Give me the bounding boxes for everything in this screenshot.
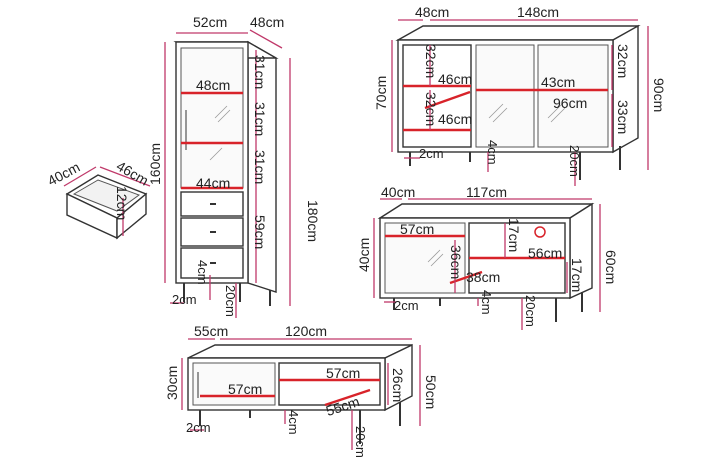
tall-cabinet-drawer-section: 59cm <box>252 215 268 249</box>
tall-cabinet-shelf-2: 31cm <box>252 102 268 136</box>
coffee-table-shelf-width: 57cm <box>326 365 360 381</box>
tall-cabinet-shelf-width: 48cm <box>196 77 230 93</box>
coffee-table-depth: 55cm <box>194 323 228 339</box>
tall-cabinet-body-height: 160cm <box>147 143 163 185</box>
sideboard-depth: 48cm <box>415 4 449 20</box>
sideboard-plinth: 4cm <box>485 140 500 165</box>
coffee-table-top <box>187 344 413 359</box>
sideboard-right-bottom: 33cm <box>615 100 631 134</box>
sideboard-body-height: 70cm <box>373 76 389 110</box>
coffee-table-glass-door <box>192 362 276 406</box>
tall-cabinet-shelf-1: 31cm <box>252 55 268 89</box>
coffee-table-width: 120cm <box>285 323 327 339</box>
coffee-table-leg-height: 20cm <box>353 426 368 458</box>
tv-cabinet-leg-height: 20cm <box>523 295 538 327</box>
tv-cabinet: 40cm 117cm 40cm 60cm 57cm 36cm 17cm 56cm… <box>356 184 619 330</box>
sideboard-leg-height: 20cm <box>567 145 582 177</box>
coffee-table-leg-offset: 2cm <box>186 420 211 435</box>
sideboard-right-top: 32cm <box>615 44 631 78</box>
tall-cabinet-glass-door <box>180 47 244 189</box>
tv-cabinet-right-width: 56cm <box>528 245 562 261</box>
tv-cabinet-right-height: 17cm <box>569 258 585 292</box>
tall-cabinet-width: 52cm <box>193 14 227 30</box>
tall-cabinet-leg-offset: 2cm <box>172 292 197 307</box>
tall-cabinet-plinth: 4cm <box>195 260 210 285</box>
sideboard-glass-door-right <box>537 44 609 148</box>
sideboard-left-top: 32cm <box>423 44 439 78</box>
sideboard-left-inner-width-top: 46cm <box>438 71 472 87</box>
tv-cabinet-depth: 40cm <box>381 184 415 200</box>
tall-cabinet-total-height: 180cm <box>305 200 321 242</box>
sideboard-center-long: 96cm <box>553 95 587 111</box>
tall-cabinet-shelf-3: 31cm <box>252 150 268 184</box>
tv-cabinet-leg-offset: 2cm <box>394 298 419 313</box>
tall-cabinet-drawer-width: 44cm <box>196 175 230 191</box>
tall-cabinet-leg-height: 20cm <box>223 285 238 317</box>
tall-cabinet-drawer <box>180 217 244 247</box>
tv-cabinet-total-height: 60cm <box>603 250 619 284</box>
coffee-table-body-height: 30cm <box>164 366 180 400</box>
tv-cabinet-top-shelf: 17cm <box>506 218 522 252</box>
tv-cabinet-plinth: 4cm <box>479 290 494 315</box>
tall-cabinet: 52cm 48cm 160cm 180cm 48cm 31cm 31cm 31c… <box>147 14 321 318</box>
drawer-width: 40cm <box>45 159 83 189</box>
sideboard-width: 148cm <box>517 4 559 20</box>
coffee-table-plinth: 4cm <box>286 410 301 435</box>
tv-cabinet-lower-width: 38cm <box>466 269 500 285</box>
sideboard-leg-offset: 2cm <box>419 146 444 161</box>
tall-cabinet-depth: 48cm <box>250 14 284 30</box>
sideboard-top <box>395 25 641 41</box>
sideboard-center-width: 43cm <box>541 74 575 90</box>
tv-cabinet-body-height: 40cm <box>356 238 372 272</box>
sideboard-left-mid: 32cm <box>423 92 439 126</box>
tv-cabinet-top <box>377 203 595 219</box>
drawer-unit: 40cm 46cm 12cm <box>45 158 151 240</box>
drawer-height: 12cm <box>114 186 130 220</box>
coffee-table-shelf-height: 26cm <box>390 368 406 402</box>
sideboard-total-height: 90cm <box>651 78 667 112</box>
drawer-side <box>116 192 147 240</box>
sideboard: 48cm 148cm 70cm 90cm 32cm 46cm 32cm 46cm… <box>373 4 667 186</box>
sideboard-left-inner-width-bottom: 46cm <box>438 111 472 127</box>
coffee-table-inner-width: 57cm <box>228 381 262 397</box>
tv-cabinet-inner-height: 36cm <box>448 245 464 279</box>
coffee-table: 55cm 120cm 30cm 50cm 57cm 26cm 57cm 55cm… <box>164 323 439 458</box>
sideboard-glass-door-left <box>475 44 535 148</box>
tv-cabinet-width: 117cm <box>466 184 507 200</box>
coffee-table-total-height: 50cm <box>423 375 439 409</box>
tv-cabinet-inner-width: 57cm <box>400 221 434 237</box>
